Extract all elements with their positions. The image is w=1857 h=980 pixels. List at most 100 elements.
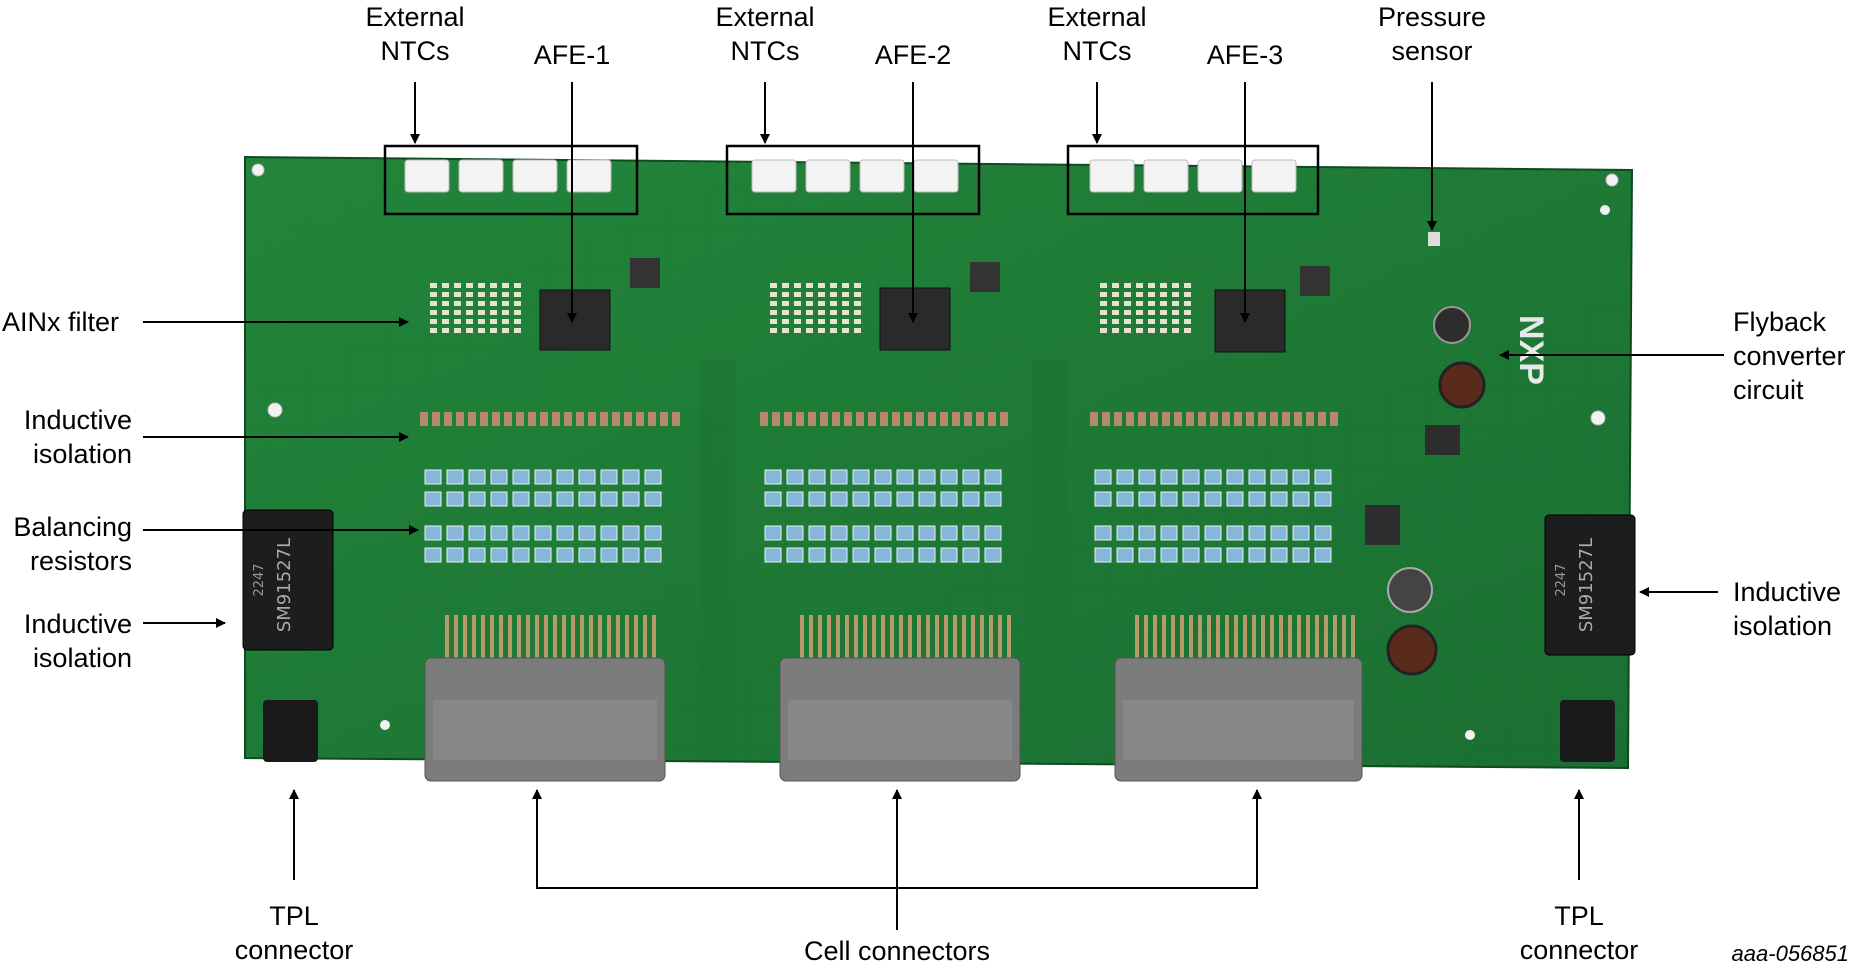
label-external-ntcs-3-line2: NTCs xyxy=(1062,36,1132,66)
resistor xyxy=(1114,412,1122,426)
balancing-resistor xyxy=(490,491,508,507)
filter-part xyxy=(1172,319,1179,324)
filter-part xyxy=(782,301,789,306)
connector-pin xyxy=(1342,615,1346,665)
balancing-resistor xyxy=(896,547,914,563)
resistor xyxy=(808,412,816,426)
connector-pin xyxy=(818,615,822,665)
connector-pin xyxy=(863,615,867,665)
label-external-ntcs-1-line2: NTCs xyxy=(380,36,450,66)
connector-pin xyxy=(1198,615,1202,665)
filter-part xyxy=(502,301,509,306)
connector-pin xyxy=(890,615,894,665)
balancing-resistor xyxy=(1270,491,1288,507)
filter-part xyxy=(1184,319,1191,324)
resistor xyxy=(600,412,608,426)
label-tpl-connector-left-line1: TPL xyxy=(269,901,319,931)
ntc-connector xyxy=(458,159,504,193)
filter-part xyxy=(1160,328,1167,333)
connector-pin xyxy=(854,615,858,665)
connector-pin xyxy=(1315,615,1319,665)
filter-part xyxy=(1148,283,1155,288)
balancing-resistor xyxy=(852,469,870,485)
transformer-right-text: SM91527L xyxy=(1576,538,1597,632)
filter-part xyxy=(442,310,449,315)
filter-part xyxy=(806,310,813,315)
filter-part xyxy=(1148,310,1155,315)
connector-pin xyxy=(917,615,921,665)
balancing-resistor xyxy=(830,469,848,485)
balancing-resistor xyxy=(984,547,1002,563)
connector-pin xyxy=(571,615,575,665)
resistor xyxy=(1102,412,1110,426)
connector-pin xyxy=(1135,615,1139,665)
filter-part xyxy=(478,328,485,333)
filter-part xyxy=(478,310,485,315)
filter-part xyxy=(490,319,497,324)
filter-part xyxy=(818,328,825,333)
balancing-resistor xyxy=(1204,525,1222,541)
label-external-ntcs-3-line1: External xyxy=(1047,2,1147,32)
balancing-resistor xyxy=(644,469,662,485)
resistor xyxy=(552,412,560,426)
resistor xyxy=(1090,412,1098,426)
resistor xyxy=(1150,412,1158,426)
resistor xyxy=(1282,412,1290,426)
resistor xyxy=(832,412,840,426)
balancing-resistor xyxy=(874,525,892,541)
filter-part xyxy=(442,292,449,297)
balancing-resistor xyxy=(490,547,508,563)
connector-pin xyxy=(1153,615,1157,665)
balancing-resistor xyxy=(468,547,486,563)
resistor xyxy=(660,412,668,426)
flyback-parts xyxy=(1365,232,1486,676)
filter-part xyxy=(806,328,813,333)
resistor xyxy=(672,412,680,426)
resistor xyxy=(564,412,572,426)
resistor xyxy=(1330,412,1338,426)
balancing-resistor xyxy=(1270,469,1288,485)
balancing-resistor xyxy=(962,547,980,563)
ntc-connector xyxy=(512,159,558,193)
label-balancing-resistors-line2: resistors xyxy=(29,546,132,576)
balancing-resistor xyxy=(1226,525,1244,541)
balancing-resistor xyxy=(446,547,464,563)
resistor xyxy=(540,412,548,426)
connector-pin xyxy=(544,615,548,665)
label-flyback-converter-line1: Flyback xyxy=(1733,307,1827,337)
filter-part xyxy=(1112,319,1119,324)
balancing-resistor xyxy=(600,525,618,541)
connector-pin xyxy=(980,615,984,665)
connector-pin xyxy=(1351,615,1355,665)
balancing-resistor xyxy=(962,469,980,485)
filter-part xyxy=(1136,283,1143,288)
balancing-resistor xyxy=(896,469,914,485)
balancing-resistor xyxy=(1160,491,1178,507)
resistor xyxy=(612,412,620,426)
connector-pin xyxy=(944,615,948,665)
balancing-resistor xyxy=(622,469,640,485)
balancing-resistor xyxy=(1116,469,1134,485)
ntc-connector xyxy=(913,159,959,193)
balancing-resistor xyxy=(896,491,914,507)
resistor xyxy=(892,412,900,426)
connector-pin xyxy=(1252,615,1256,665)
label-pressure-sensor-line2: sensor xyxy=(1391,36,1473,66)
resistor xyxy=(952,412,960,426)
balancing-resistor xyxy=(918,469,936,485)
filter-part xyxy=(1136,310,1143,315)
balancing-resistor xyxy=(830,547,848,563)
filter-part xyxy=(466,292,473,297)
label-afe-2: AFE-2 xyxy=(874,40,952,70)
balancing-resistor xyxy=(1248,491,1266,507)
balancing-resistor xyxy=(918,525,936,541)
filter-part xyxy=(1100,319,1107,324)
connector-pin xyxy=(535,615,539,665)
filter-part xyxy=(794,283,801,288)
filter-part xyxy=(1112,283,1119,288)
transformer-right: SM91527L 2247 xyxy=(1544,514,1636,656)
filter-part xyxy=(1100,292,1107,297)
connector-pin xyxy=(643,615,647,665)
resistor xyxy=(648,412,656,426)
balancing-resistor xyxy=(1314,491,1332,507)
